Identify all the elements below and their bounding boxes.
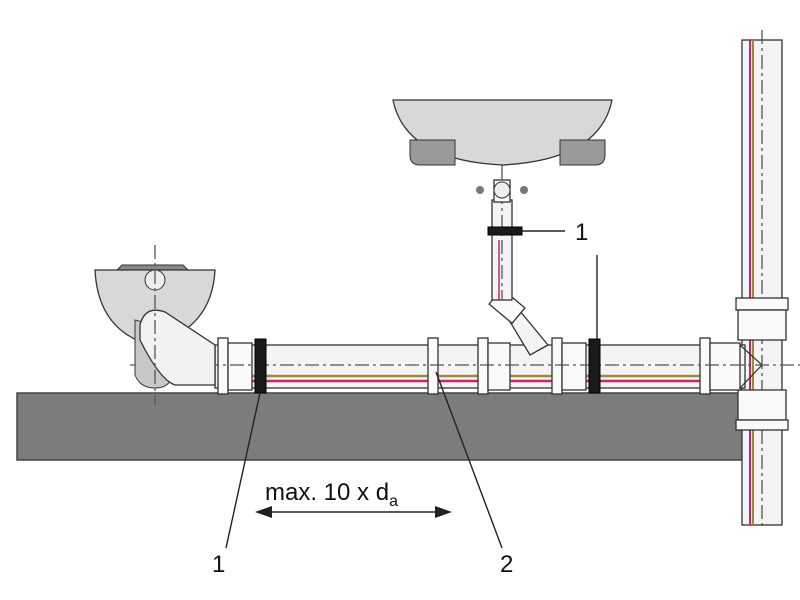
fixing-ring-left	[254, 338, 267, 394]
distance-label: max. 10 x d	[265, 479, 389, 506]
distance-dimension: max. 10 x da	[255, 479, 452, 518]
branch-pipe	[476, 165, 549, 356]
label-fixing-point-top: 1	[575, 219, 588, 246]
toilet	[94, 245, 216, 405]
floor-slab	[16, 392, 745, 461]
washbasin	[392, 99, 613, 166]
svg-text:max. 10 x da: max. 10 x da	[265, 479, 398, 510]
horizontal-drain-pipe	[130, 337, 800, 395]
label-fixing-point-left: 1	[212, 551, 225, 578]
fixing-ring-top	[487, 226, 523, 236]
distance-subscript: a	[389, 493, 398, 510]
label-sliding-bracket: 2	[500, 551, 513, 578]
vertical-stack-pipe	[735, 30, 789, 530]
fixing-ring-right	[588, 338, 601, 394]
